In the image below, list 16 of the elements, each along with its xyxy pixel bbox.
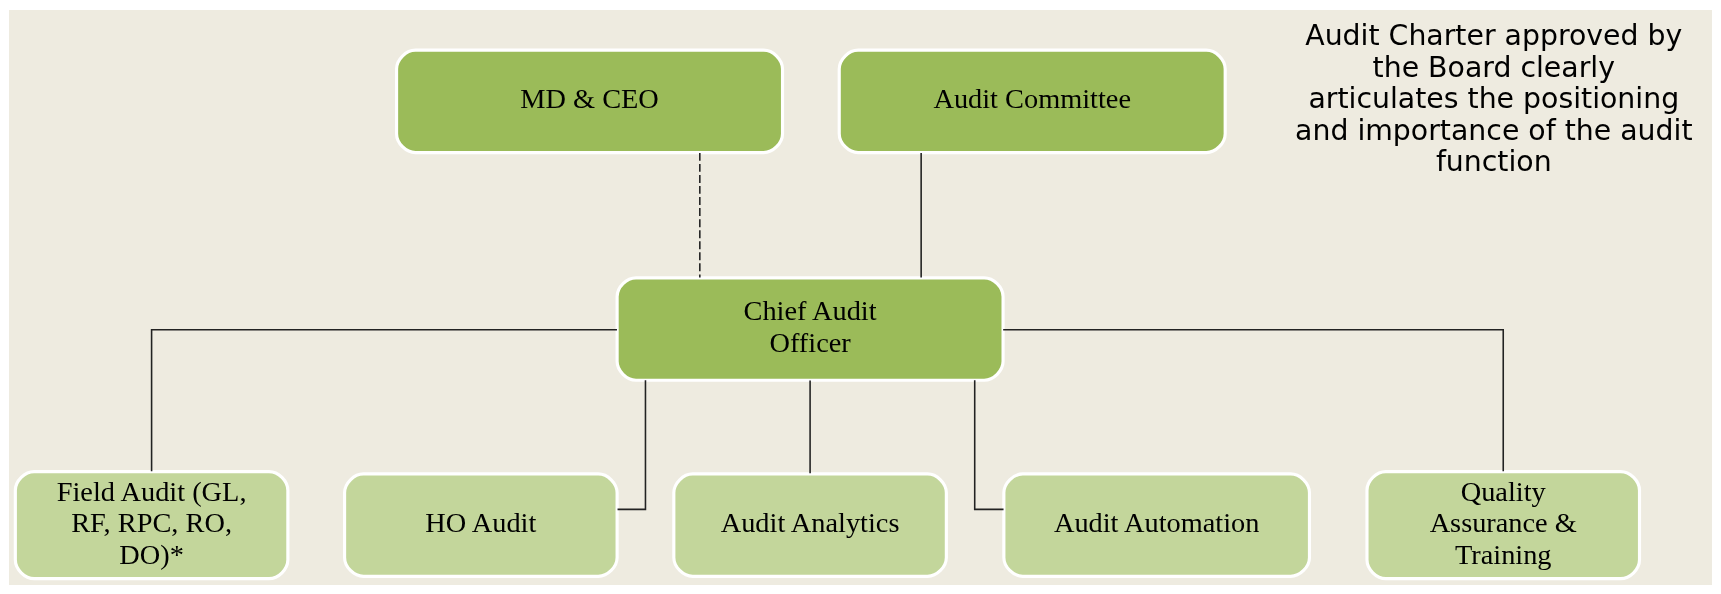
node-box: Audit Committee <box>837 48 1227 154</box>
node-box: Audit Analytics <box>672 471 948 578</box>
node-box: Field Audit (GL, RF, RPC, RO, DO)* <box>13 469 290 580</box>
connector <box>616 378 647 510</box>
connector <box>150 328 618 472</box>
node-box: Quality Assurance & Training <box>1365 469 1642 580</box>
node-box: Chief Audit Officer <box>615 275 1005 382</box>
label: Audit Charter approved by the Board clearly articulates the positioning and importance of the audit function <box>1295 18 1693 178</box>
connector <box>973 378 1005 510</box>
node-box: HO Audit <box>343 471 619 578</box>
connector <box>809 379 811 474</box>
node-box: Audit Automation <box>1002 471 1312 578</box>
connector <box>699 151 701 278</box>
node-box: MD & CEO <box>395 48 785 154</box>
connector <box>1002 328 1505 472</box>
connector <box>920 151 922 278</box>
